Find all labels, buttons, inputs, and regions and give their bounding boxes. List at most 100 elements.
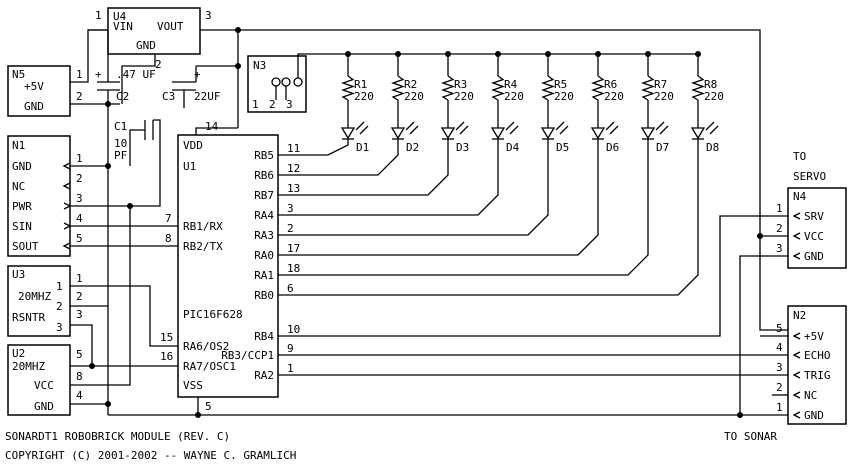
n2-pin-arrow: [792, 332, 801, 340]
u2-freq-label: 20MHZ: [12, 360, 45, 373]
resistor-value: 220: [504, 90, 524, 103]
c2-plus: +: [95, 68, 102, 81]
u1-right-pins: RB511RB612RB713RA43RA32RA017RA118RB06RB4…: [221, 142, 300, 382]
resistor-ref: R8: [704, 78, 717, 91]
led-light-arrow: [455, 121, 465, 131]
led-light-arrow: [359, 125, 369, 135]
u1-osc2-label: RA6/OS2: [183, 340, 229, 353]
u1-pin-number: 6: [287, 282, 294, 295]
u1-part-label: PIC16F628: [183, 308, 243, 321]
u1-vdd-label: VDD: [183, 139, 203, 152]
n3-pin-2: 2: [269, 98, 276, 111]
led-diode-symbol: [590, 127, 606, 140]
led-light-arrow: [659, 125, 669, 135]
led-diode-symbol: [640, 127, 656, 140]
u1-pin-number: 1: [287, 362, 294, 375]
u2-ref: U2: [12, 347, 25, 360]
capacitor-c3: + C3 22UF: [162, 68, 221, 103]
led-ref: D7: [656, 141, 669, 154]
resistor-value: 220: [354, 90, 374, 103]
resistor-ref: R6: [604, 78, 617, 91]
n4-to-label: TO: [793, 150, 806, 163]
c3-plus: +: [194, 68, 201, 81]
n2-pin-arrow: [792, 351, 801, 359]
n4-pin-arrow: [792, 232, 801, 240]
resistor-ref: R3: [454, 78, 467, 91]
n1-pin-number: 1: [76, 152, 83, 165]
led-signal-wire: [278, 139, 349, 156]
led-ref: D6: [606, 141, 619, 154]
n4-pin-label: GND: [804, 250, 824, 263]
n4-servo-label: SERVO: [793, 170, 826, 183]
n1-ref: N1: [12, 139, 25, 152]
n4-pin-label: VCC: [804, 230, 824, 243]
u3-pin-1: 1: [76, 272, 83, 285]
u1-ref: U1: [183, 160, 196, 173]
c3-ref: C3: [162, 90, 175, 103]
n5-gnd-label: GND: [24, 100, 44, 113]
n1-pin-number: 5: [76, 232, 83, 245]
n2-to-sonar-label: TO SONAR: [724, 430, 777, 443]
u1-pin-name: RB3/CCP1: [221, 349, 274, 362]
u3-pin-2-inner: 2: [56, 300, 63, 313]
led-diode-symbol: [690, 127, 706, 140]
led-ref: D2: [406, 141, 419, 154]
n2-pin-label: +5V: [804, 330, 824, 343]
led-diode-symbol: [490, 127, 506, 140]
u1-vss-label: VSS: [183, 379, 203, 392]
resistor-value: 220: [604, 90, 624, 103]
u3-pin-1-inner: 1: [56, 280, 63, 293]
n1-pin-arrow: [62, 162, 71, 170]
n3-pin-1: 1: [252, 98, 259, 111]
led-diode-symbol: [340, 127, 356, 140]
u1-osc2-pin: 15: [160, 331, 173, 344]
u1-pin-name: RA0: [254, 249, 274, 262]
resistor-symbol: [441, 75, 455, 101]
n3-pin-3: 3: [286, 98, 293, 111]
n2-pin-number: 2: [776, 381, 783, 394]
n2-sonar-box: [787, 305, 847, 425]
n5-ref: N5: [12, 68, 25, 81]
u4-ref: U4: [113, 10, 127, 23]
n2-pin-number: 5: [776, 322, 783, 335]
n1-pin-arrow: [62, 242, 71, 250]
n3-ref: N3: [253, 59, 266, 72]
n4-pin-number: 1: [776, 202, 783, 215]
u1-vdd-pin: 14: [205, 120, 219, 133]
u4-pin-2: 2: [155, 58, 162, 71]
u1-pin-number: 11: [287, 142, 300, 155]
led-ref: D4: [506, 141, 520, 154]
led-diode-symbol: [390, 127, 406, 140]
u1-pin-name: RA2: [254, 369, 274, 382]
resistor-symbol: [691, 75, 705, 101]
wiring: [70, 27, 788, 418]
n1-pin-label: NC: [12, 180, 25, 193]
u1-pin-number: 13: [287, 182, 300, 195]
led-light-arrow: [609, 125, 619, 135]
n4-pin-arrow: [792, 212, 801, 220]
u3-ref: U3: [12, 268, 25, 281]
resistor-symbol: [641, 75, 655, 101]
c1-ref: C1: [114, 120, 127, 133]
n1-pin-arrow: [62, 182, 71, 190]
n1-pin-label: SOUT: [12, 240, 39, 253]
n2-pin-label: TRIG: [804, 369, 831, 382]
u1-pin-number: 10: [287, 323, 300, 336]
u1-pin-number: 9: [287, 342, 294, 355]
n2-pin-label: GND: [804, 409, 824, 422]
c2-value: .47 UF: [116, 68, 156, 81]
n1-connector-box: [7, 135, 71, 257]
led-signal-wire: [278, 139, 649, 276]
u2-vcc-label: VCC: [34, 379, 54, 392]
n5-5v-label: +5V: [24, 80, 44, 93]
schematic-copyright: COPYRIGHT (C) 2001-2002 -- WAYNE C. GRAM…: [5, 449, 296, 462]
led-light-arrow: [705, 121, 715, 131]
u3-type-label: RSNTR: [12, 311, 45, 324]
n2-pin-number: 4: [776, 341, 783, 354]
led-signal-wire: [278, 139, 399, 176]
led-columns: R1220D1R2220D2R3220D3R4220D4R5220D5R6220…: [278, 51, 724, 296]
u1-pin-number: 2: [287, 222, 294, 235]
u1-pin-name: RA3: [254, 229, 274, 242]
